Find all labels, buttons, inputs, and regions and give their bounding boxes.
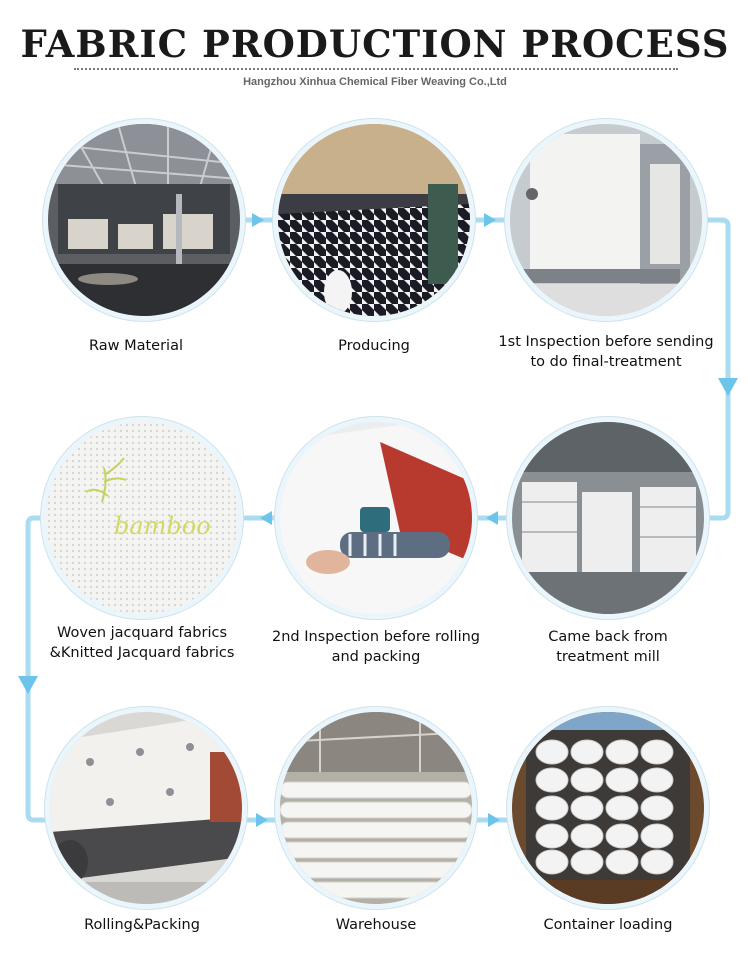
- inspection-photo: [510, 124, 702, 316]
- arrow-right-icon: [484, 213, 496, 227]
- warehouse-photo: [280, 712, 472, 904]
- jacquard-fabric-photo: bamboo: [46, 422, 238, 614]
- raw-material-photo: [48, 124, 240, 316]
- producing-photo: [278, 124, 470, 316]
- arrow-left-icon: [486, 511, 498, 525]
- treatment-return-photo: [512, 422, 704, 614]
- step-label-container-loading: Container loading: [543, 917, 673, 933]
- label-line-1: Came back from: [548, 629, 668, 645]
- step-label-producing: Producing: [338, 338, 410, 354]
- bamboo-logo-text: bamboo: [114, 512, 211, 540]
- arrow-left-icon: [260, 511, 272, 525]
- page-title: FABRIC PRODUCTION PROCESS: [20, 22, 730, 66]
- label-line-2: to do final-treatment: [530, 354, 682, 370]
- label-line-2: &Knitted Jacquard fabrics: [49, 645, 235, 661]
- arrow-right-icon: [488, 813, 500, 827]
- connector-3-4: [700, 217, 731, 521]
- step-label-came-back: Came back from treatment mill: [488, 627, 728, 667]
- step-label-raw-material: Raw Material: [88, 338, 184, 354]
- step-label-rolling-packing: Rolling&Packing: [84, 917, 200, 933]
- container-loading-photo: [512, 712, 704, 904]
- step-label-jacquard: Woven jacquard fabrics &Knitted Jacquard…: [22, 623, 262, 663]
- connector-6-7: [25, 515, 50, 823]
- dotted-divider: [74, 68, 678, 70]
- label-line-1: Woven jacquard fabrics: [56, 625, 228, 641]
- company-name: Hangzhou Xinhua Chemical Fiber Weaving C…: [243, 76, 507, 88]
- arrow-down-icon: [718, 378, 738, 396]
- step-label-warehouse: Warehouse: [335, 917, 417, 933]
- arrow-down-icon: [18, 676, 38, 694]
- label-line-1: 1st Inspection before sending: [498, 334, 714, 350]
- arrow-right-icon: [252, 213, 264, 227]
- second-inspection-photo: [280, 422, 472, 614]
- rolling-packing-photo: [50, 712, 242, 904]
- label-line-2: treatment mill: [556, 649, 660, 665]
- label-line-2: and packing: [331, 649, 421, 665]
- label-line-1: 2nd Inspection before rolling: [272, 629, 480, 645]
- step-label-2nd-inspection: 2nd Inspection before rolling and packin…: [256, 627, 496, 667]
- step-label-1st-inspection: 1st Inspection before sending to do fina…: [486, 332, 726, 372]
- arrow-right-icon: [256, 813, 268, 827]
